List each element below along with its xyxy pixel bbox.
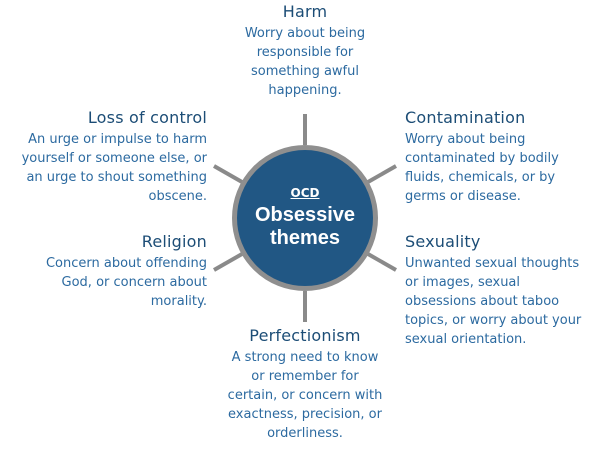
desc-line: A strong need to know [231,350,379,365]
desc-line: God, or concern about [61,275,207,290]
desc-line: responsible for [256,45,354,60]
theme-title: Sexuality [405,232,481,251]
theme-description: Worry about being contaminated by bodily… [405,130,603,206]
desc-line: obscene. [148,189,208,204]
desc-line: or images, sexual [405,275,521,290]
desc-line: Concern about offending [45,256,207,271]
theme-title: Loss of control [87,108,207,127]
desc-line: something awful [251,64,359,79]
desc-line: germs or disease. [405,189,521,204]
theme-contamination: Contamination Worry about being contamin… [405,108,603,206]
desc-line: topics, or worry about your [405,313,582,328]
desc-line: fluids, chemicals, or by [405,170,556,185]
theme-title: Contamination [405,108,526,127]
hub-circle: OCD Obsessive themes [232,145,378,291]
desc-line: Unwanted sexual thoughts [405,256,580,271]
theme-description: A strong need to know or remember for ce… [200,348,410,443]
desc-line: contaminated by bodily [405,151,559,166]
theme-loss-of-control: Loss of control An urge or impulse to ha… [2,108,207,206]
desc-line: orderliness. [267,426,343,441]
theme-description: Worry about being responsible for someth… [205,24,405,100]
desc-line: exactness, precision, or [228,407,382,422]
desc-line: an urge to shout something [26,170,207,185]
desc-line: Worry about being [244,26,366,41]
hub-title: Obsessive themes [237,204,373,250]
theme-sexuality: Sexuality Unwanted sexual thoughts or im… [405,232,605,349]
theme-description: Unwanted sexual thoughts or images, sexu… [405,254,605,349]
desc-line: certain, or concern with [227,388,383,403]
desc-line: obsessions about taboo [405,294,560,309]
desc-line: An urge or impulse to harm [28,132,207,147]
spoke-religion [213,252,243,272]
desc-line: or remember for [251,369,359,384]
spoke-sexuality [367,252,397,272]
desc-line: sexual orientation. [405,332,527,347]
desc-line: morality. [150,294,207,309]
desc-line: happening. [268,83,342,98]
theme-perfectionism: Perfectionism A strong need to know or r… [200,326,410,443]
spoke-loss-of-control [213,164,243,184]
theme-title: Perfectionism [249,326,361,345]
theme-title: Religion [141,232,207,251]
desc-line: yourself or someone else, or [21,151,207,166]
theme-title: Harm [282,2,328,21]
desc-line: Worry about being [405,132,526,147]
hub-title-line-1: Obsessive [254,204,356,226]
theme-description: Concern about offending God, or concern … [4,254,207,311]
hub-title-line-2: themes [269,227,341,249]
hub-label: OCD [290,186,320,200]
theme-description: An urge or impulse to harm yourself or s… [2,130,207,206]
theme-religion: Religion Concern about offending God, or… [4,232,207,311]
theme-harm: Harm Worry about being responsible for s… [205,2,405,100]
spoke-contamination [367,164,397,184]
